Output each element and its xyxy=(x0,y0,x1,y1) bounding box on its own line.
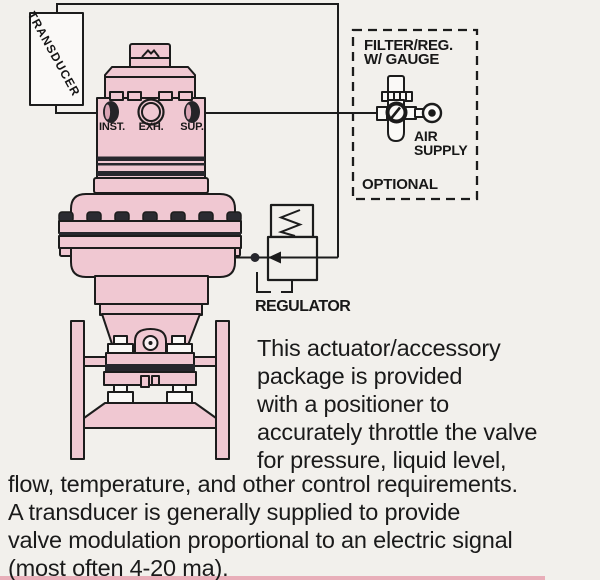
flange-connector-left xyxy=(83,356,107,367)
inst-port-label: INST. xyxy=(99,121,125,133)
valve-actuator-assembly xyxy=(58,43,242,460)
valve-body-base xyxy=(83,402,217,429)
optional-label: OPTIONAL xyxy=(362,176,438,193)
flange-gasket-line xyxy=(59,232,241,237)
caption-indented-block: This actuator/accessory package is provi… xyxy=(257,334,537,474)
flow-arrow-icon xyxy=(268,251,281,264)
air-supply-line1: AIR xyxy=(414,128,438,144)
positioner-cap xyxy=(129,43,171,69)
page-edge-strip xyxy=(0,576,545,580)
filter-inlet-tab xyxy=(376,106,388,121)
filter-reg-title: FILTER/REG. W/ GAUGE xyxy=(364,37,453,68)
inst-port xyxy=(103,101,119,123)
drain-tab-right xyxy=(151,375,160,386)
regulator-spring-icon xyxy=(277,209,303,237)
cap-vent-icon xyxy=(141,48,160,58)
drain-tab-left xyxy=(140,375,150,388)
exh-port-label: EXH. xyxy=(138,121,164,133)
gauge-needle-icon xyxy=(390,106,402,119)
caption-line: valve modulation proportional to an elec… xyxy=(8,527,513,553)
pipe-flange-right xyxy=(215,320,230,460)
flange-connector-right xyxy=(193,356,217,367)
air-supply-port-dot xyxy=(428,109,436,117)
exh-port xyxy=(137,98,165,126)
positioner-collar xyxy=(93,177,209,194)
caption-full-block: flow, temperature, and other control req… xyxy=(8,470,518,580)
diaphragm-dome-top xyxy=(70,193,236,223)
dashed-border xyxy=(351,28,479,201)
flange-plate-upper xyxy=(58,220,242,234)
junction-dot xyxy=(250,253,260,262)
pipe-flange-left xyxy=(70,320,85,460)
caption-line: for pressure, liquid level, xyxy=(257,447,507,473)
actuator-case-step xyxy=(94,275,209,305)
caption-line: accurately throttle the valve xyxy=(257,419,538,445)
transducer-box xyxy=(29,12,84,106)
caption-line: A transducer is generally supplied to pr… xyxy=(8,499,461,525)
caption-line: (most often 4-20 ma). xyxy=(8,555,229,580)
body-band-1 xyxy=(97,156,205,161)
sup-port xyxy=(184,101,200,123)
caption-line: with a positioner to xyxy=(257,391,449,417)
regulator-label: REGULATOR xyxy=(255,298,351,315)
transducer-to-regulator-line xyxy=(56,3,339,258)
body-band-3 xyxy=(97,171,205,176)
body-gasket-band xyxy=(105,364,195,372)
collar-ribs xyxy=(387,93,407,100)
caption-line: This actuator/accessory xyxy=(257,335,501,361)
body-band-2 xyxy=(97,163,205,166)
filter-bowl xyxy=(387,117,405,142)
air-supply-line2: SUPPLY xyxy=(414,142,468,158)
packing-studs-lower xyxy=(107,384,193,404)
caption-line: package is provided xyxy=(257,363,463,389)
regulator-bracket-right xyxy=(281,281,293,293)
regulator-symbol xyxy=(235,203,338,293)
filter-reg-title-line2: W/ GAUGE xyxy=(364,51,440,68)
stem-dot xyxy=(148,341,153,345)
flange-plate-lower xyxy=(58,235,242,249)
filter-regulator-icon xyxy=(376,75,443,142)
transducer-to-inst-line xyxy=(55,105,100,114)
regulator-bracket-left xyxy=(256,272,271,293)
caption-line: flow, temperature, and other control req… xyxy=(8,471,518,497)
air-supply-label: AIR SUPPLY xyxy=(414,129,468,157)
sup-port-label: SUP. xyxy=(180,121,204,133)
body-top-clips xyxy=(109,91,193,101)
diaphragm-dome-bottom xyxy=(70,247,236,278)
optional-filter-box xyxy=(351,28,479,201)
filter-reg-title-line1: FILTER/REG. xyxy=(364,37,453,54)
flange-bolts-top xyxy=(58,211,242,223)
